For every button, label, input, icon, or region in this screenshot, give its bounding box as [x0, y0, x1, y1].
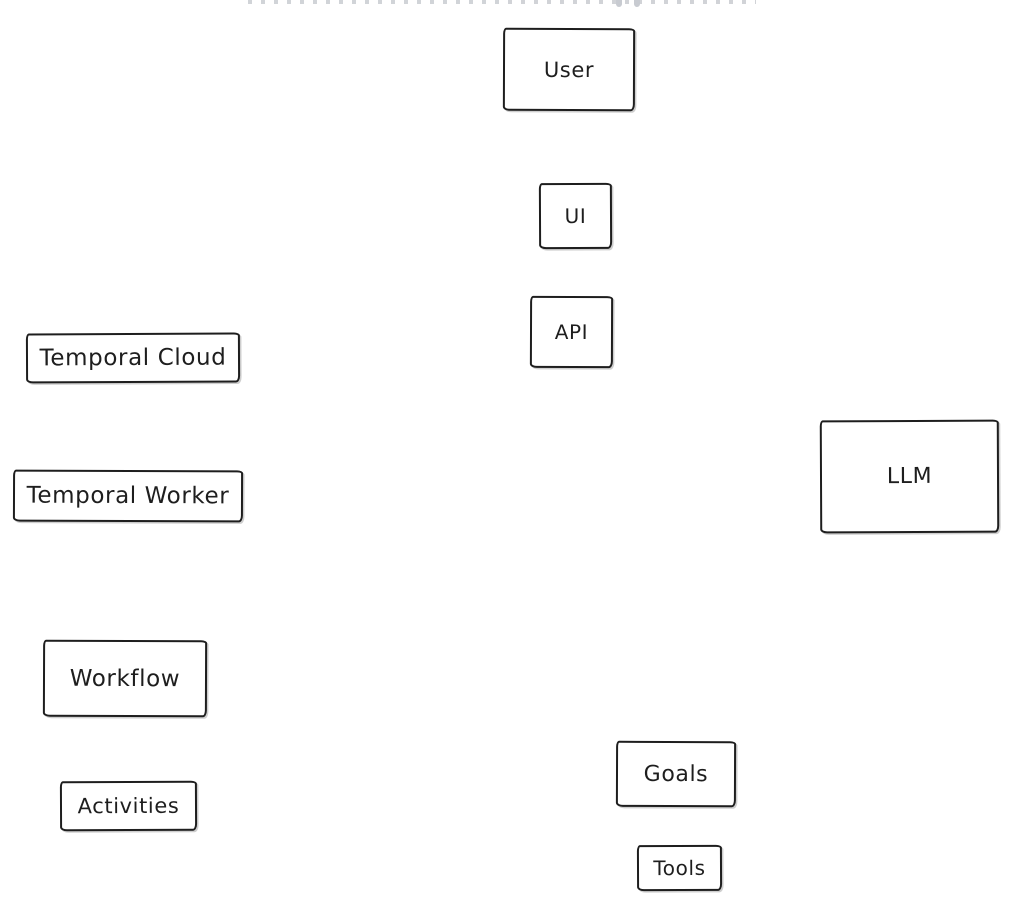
api-box[interactable]: API — [529, 295, 614, 369]
box-label: Temporal Cloud — [39, 344, 227, 372]
temporal-cloud-box[interactable]: Temporal Cloud — [25, 332, 241, 384]
workflow-box[interactable]: Workflow — [42, 639, 208, 718]
box-label: Workflow — [69, 665, 181, 692]
tools-box[interactable]: Tools — [636, 844, 723, 892]
box-label: Tools — [653, 855, 706, 881]
box-label: Activities — [77, 793, 180, 819]
activities-box[interactable]: Activities — [59, 780, 198, 832]
box-label: User — [543, 57, 595, 82]
box-label: UI — [564, 203, 587, 229]
llm-box[interactable]: LLM — [819, 419, 1000, 534]
temporal-worker-box[interactable]: Temporal Worker — [12, 469, 244, 523]
box-label: Goals — [643, 761, 709, 787]
goals-box[interactable]: Goals — [615, 740, 737, 808]
clipped-text-remnant — [248, 0, 756, 7]
box-label: LLM — [886, 463, 933, 490]
box-label: Temporal Worker — [26, 482, 230, 510]
box-label: API — [554, 319, 589, 345]
ui-box[interactable]: UI — [538, 182, 613, 250]
user-box[interactable]: User — [502, 27, 636, 112]
